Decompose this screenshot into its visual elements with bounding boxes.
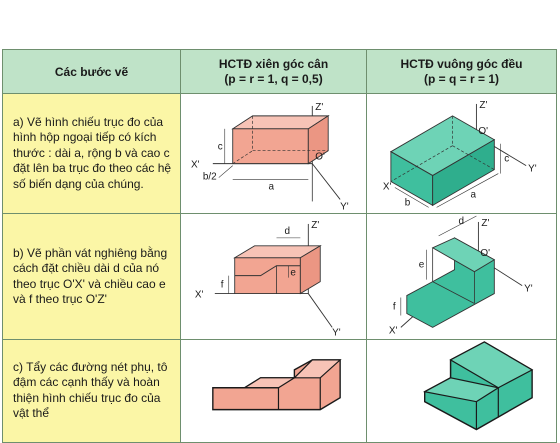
iso-b-label-z: Z'	[481, 218, 489, 229]
iso-a-dim-b	[394, 187, 429, 208]
iso-a-right-face	[432, 138, 495, 207]
iso-b-label-origin: O'	[480, 248, 490, 259]
iso-b-label-y: Y'	[524, 284, 533, 295]
iso-label-f: f	[393, 302, 396, 313]
step-a-oblique-cell: c a b/2 X' Z' Y' O'	[180, 92, 367, 215]
iso-label-x-axis: X'	[383, 181, 392, 192]
step-row-b: b) Vẽ phần vát nghiêng bằng cách đặt chi…	[2, 213, 557, 340]
iso-box-drawing: c a b Z' Y' X' O'	[383, 100, 537, 208]
label-d: d	[284, 226, 290, 237]
iso-bevel-drawing: d e f Z' Y' X' O'	[389, 216, 533, 337]
oblique-a-dim-b	[218, 165, 233, 178]
oblique-b-label-z: Z'	[311, 220, 319, 231]
label-z-axis: Z'	[315, 102, 323, 113]
iso-a-hidden-3	[452, 145, 495, 170]
drawing-steps-table: Các bước vẽ HCTĐ xiên góc cân (p = r = 1…	[2, 49, 557, 443]
label-c: c	[218, 142, 223, 153]
oblique-a-side-face	[307, 115, 329, 165]
iso-final-top	[449, 340, 534, 389]
iso-label-y-axis: Y'	[528, 164, 537, 175]
oblique-b-y-axis	[307, 293, 333, 329]
iso-b-label-x: X'	[389, 326, 398, 337]
step-b-iso-cell: d e f Z' Y' X' O'	[366, 213, 557, 340]
step-c-iso-cell	[366, 338, 557, 443]
table-header-row: Các bước vẽ HCTĐ xiên góc cân (p = r = 1…	[2, 49, 557, 94]
iso-label-b: b	[405, 197, 411, 208]
oblique-b-label-y: Y'	[332, 328, 341, 339]
oblique-bevel-drawing: d e f X' Z' Y'	[195, 220, 341, 339]
header-oblique-title: HCTĐ xiên góc cân	[218, 56, 329, 71]
header-iso-params: (p = q = r = 1)	[423, 71, 500, 86]
header-oblique: HCTĐ xiên góc cân (p = r = 1, q = 0,5)	[180, 49, 367, 94]
label-x-axis: X'	[191, 160, 200, 171]
iso-a-dim-a	[436, 173, 499, 208]
label-y-axis: Y'	[340, 201, 349, 212]
label-f: f	[221, 280, 224, 291]
step-a-iso-cell: c a b Z' Y' X' O'	[366, 92, 557, 215]
iso-label-e: e	[419, 260, 425, 271]
oblique-final-top	[292, 358, 342, 379]
label-e: e	[290, 268, 296, 279]
oblique-a-front-face	[232, 128, 309, 165]
oblique-b-label-x: X'	[195, 290, 204, 301]
iso-b-edge-3	[432, 281, 475, 305]
iso-label-z-axis: Z'	[479, 100, 487, 111]
label-a: a	[269, 181, 275, 192]
oblique-a-hidden-3	[232, 150, 253, 164]
step-b-text: b) Vẽ phần vát nghiêng bằng cách đặt chi…	[2, 213, 181, 340]
header-oblique-params: (p = r = 1, q = 0,5)	[224, 71, 323, 86]
iso-label-origin: O'	[478, 126, 488, 137]
oblique-box-drawing: c a b/2 X' Z' Y' O'	[191, 102, 349, 212]
iso-a-hidden-2	[390, 145, 453, 182]
oblique-a-y-axis	[311, 163, 341, 200]
header-iso-title: HCTĐ vuông góc đều	[400, 56, 523, 71]
iso-label-c: c	[504, 154, 509, 165]
header-iso: HCTĐ vuông góc đều (p = q = r = 1)	[366, 49, 557, 94]
step-row-c: c) Tẩy các đường nét phụ, tô đậm các cạn…	[2, 338, 557, 443]
step-b-oblique-cell: d e f X' Z' Y'	[180, 213, 367, 340]
step-row-a: a) Vẽ hình chiếu trục đo của hình hộp ng…	[2, 92, 557, 215]
oblique-final-drawing	[212, 358, 342, 411]
iso-b-dim-d	[438, 216, 477, 237]
step-a-text: a) Vẽ hình chiếu trục đo của hình hộp ng…	[2, 92, 181, 215]
label-origin: O'	[315, 152, 325, 163]
iso-label-d: d	[459, 216, 465, 227]
label-b-half: b/2	[203, 172, 217, 183]
oblique-b-side-face	[299, 245, 321, 295]
step-c-text: c) Tẩy các đường nét phụ, tô đậm các cạn…	[2, 338, 181, 443]
header-steps: Các bước vẽ	[2, 49, 181, 94]
step-c-oblique-cell	[180, 338, 367, 443]
iso-final-drawing	[422, 340, 534, 431]
iso-label-a: a	[470, 189, 476, 200]
